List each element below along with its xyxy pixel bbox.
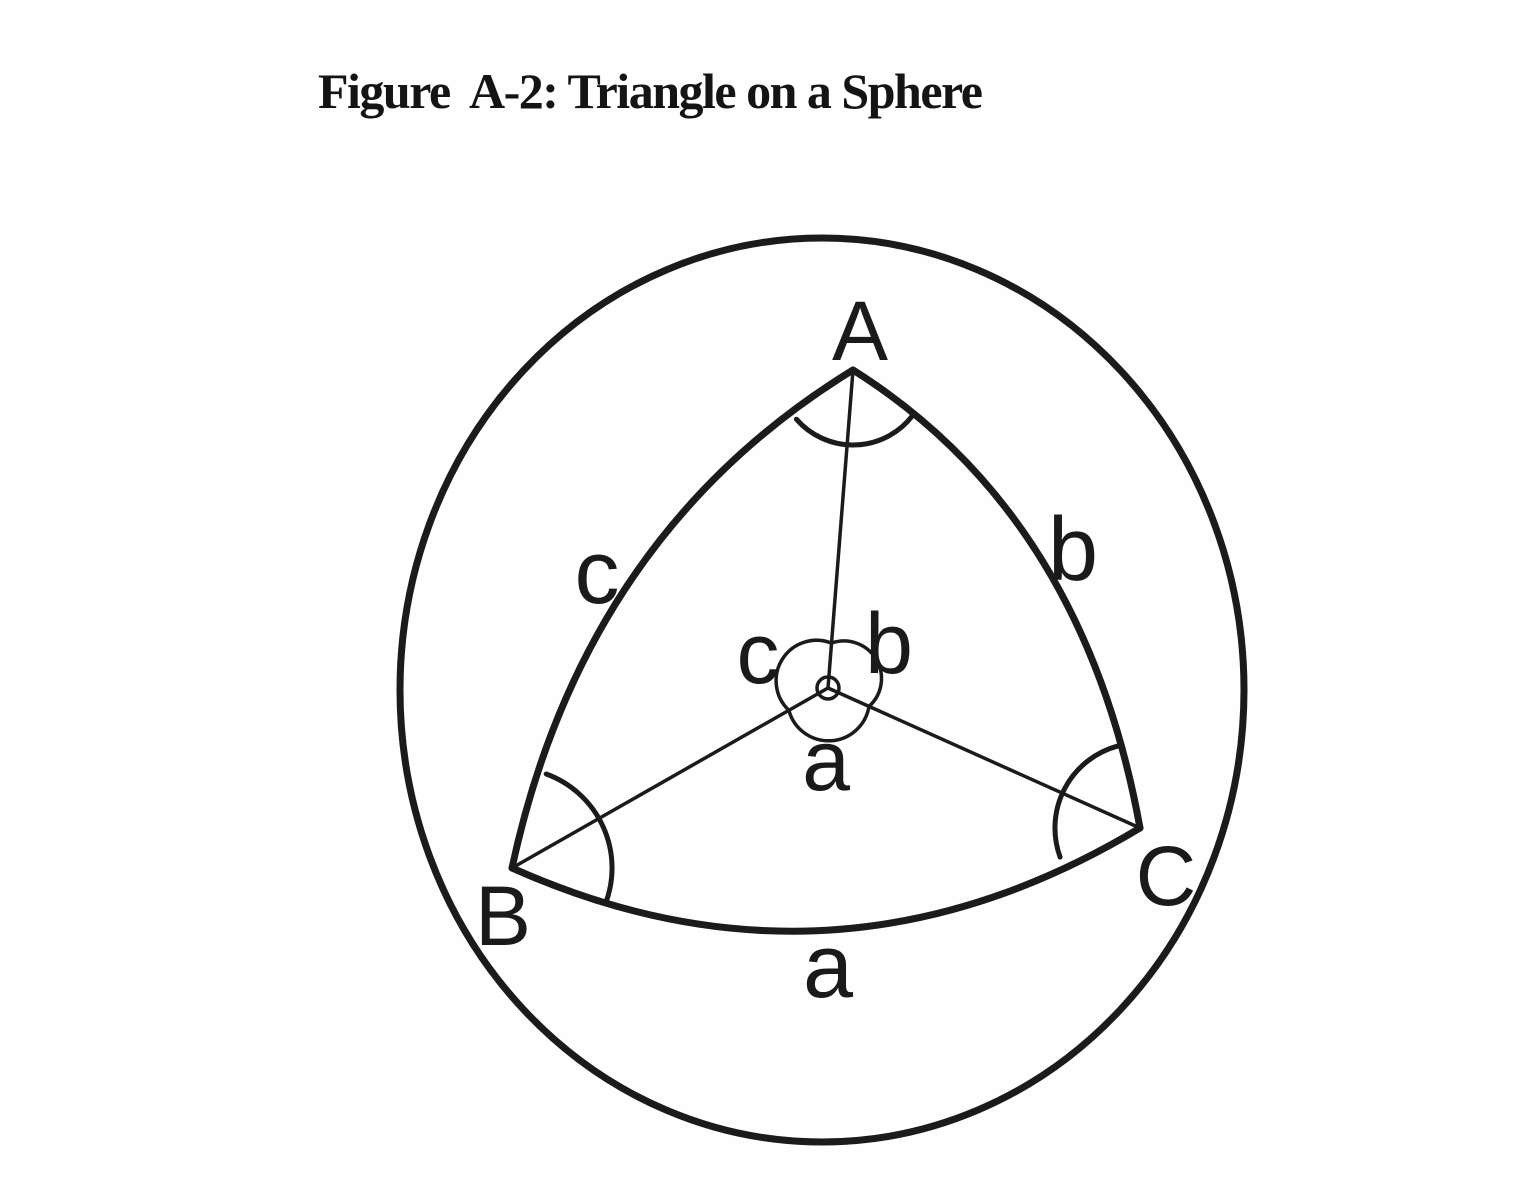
triangle-side-bc xyxy=(508,824,1144,935)
radius-to-vertex-b xyxy=(510,686,830,870)
sphere-outline xyxy=(396,234,1248,1146)
center-angle-c-label: c xyxy=(737,606,780,702)
vertex-b-angle-arc xyxy=(543,771,615,907)
center-angle-arc-left xyxy=(774,638,834,713)
vertex-b-label: B xyxy=(475,869,531,963)
side-b-label: b xyxy=(1048,500,1098,600)
center-angle-b-label: b xyxy=(865,596,913,692)
vertex-a-label: A xyxy=(832,284,888,378)
figure-title: Figure A-2: Triangle on a Sphere xyxy=(318,63,983,119)
radius-to-vertex-a xyxy=(826,368,855,690)
side-a-label: a xyxy=(803,917,854,1017)
triangle-side-ab xyxy=(508,366,857,872)
center-angle-arc-right xyxy=(829,639,884,709)
side-c-label: c xyxy=(575,523,620,623)
vertex-a-angle-arc xyxy=(793,412,916,448)
vertex-c-angle-arc xyxy=(1052,743,1121,860)
radius-to-vertex-c xyxy=(826,686,1142,830)
center-point xyxy=(815,675,841,701)
center-angle-arc-bottom xyxy=(787,704,871,743)
center-angle-a-label: a xyxy=(802,713,850,809)
vertex-c-label: C xyxy=(1136,829,1197,923)
